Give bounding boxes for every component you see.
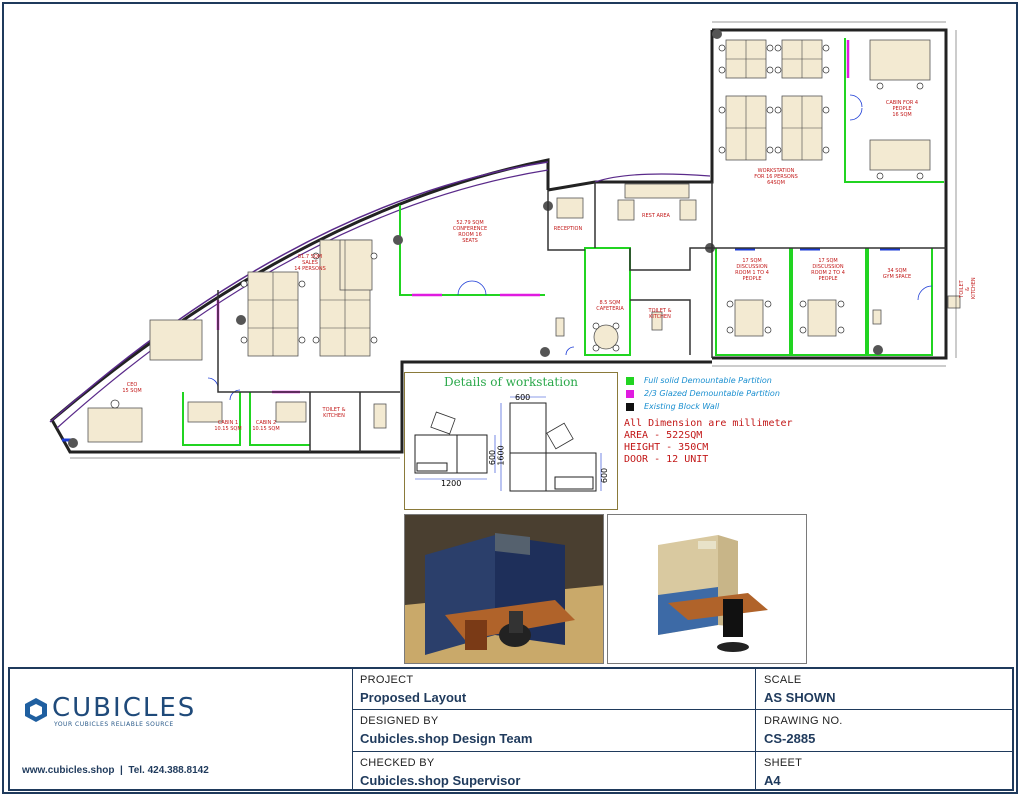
workstation-render-1 [404,514,604,664]
project-label: PROJECT [360,674,414,686]
checked-label: CHECKED BY [360,757,435,769]
project-cell: PROJECT Proposed Layout [352,669,756,710]
floor-plan-drawing [49,21,961,459]
logo-tagline: YOUR CUBICLES RELIABLE SOURCE [54,721,174,728]
sheet-label: SHEET [764,757,803,769]
checked-cell: CHECKED BY Cubicles.shop Supervisor [352,752,756,789]
note-area: AREA - 522SQM [624,430,703,441]
dim-600-side: 600 [600,467,610,484]
sheet-cell: SHEET A4 [756,752,1012,789]
drawing-no-cell: DRAWING NO. CS-2885 [756,710,1012,752]
legend: Full solid Demountable Partition 2/3 Gla… [626,374,826,413]
workstation-render-2 [607,514,807,664]
dim-1600: 1600 [496,445,506,466]
note-door: DOOR - 12 UNIT [624,454,709,465]
legend-label: Full solid Demountable Partition [644,376,772,385]
sheet-value: A4 [764,773,781,788]
workstation-details-box: Details of workstation 600 1600 600 1200… [404,372,618,510]
legend-label: Existing Block Wall [644,402,720,411]
dim-600-left: 600 [488,449,498,466]
scale-value: AS SHOWN [764,690,836,705]
render-1-illustration [405,515,603,663]
logo-cell: CUBICLES YOUR CUBICLES RELIABLE SOURCE w… [10,669,353,789]
workstation-detail-drawing [414,396,602,492]
designed-cell: DESIGNED BY Cubicles.shop Design Team [352,710,756,752]
details-title: Details of workstation [443,375,579,389]
legend-item: 2/3 Glazed Demountable Partition [626,387,826,400]
scale-cell: SCALE AS SHOWN [756,669,1012,710]
project-value: Proposed Layout [360,690,467,705]
contact-info: www.cubicles.shop | Tel. 424.388.8142 [22,765,209,776]
legend-label: 2/3 Glazed Demountable Partition [644,389,780,398]
legend-swatch-black [626,402,634,411]
cube-logo-icon [25,698,47,722]
dim-600-top: 600 [515,393,531,402]
designed-value: Cubicles.shop Design Team [360,731,533,746]
note-dimensions: All Dimension are millimeter [624,418,793,429]
note-height: HEIGHT - 350CM [624,442,709,453]
drawing-no-value: CS-2885 [764,731,816,746]
legend-item: Full solid Demountable Partition [626,374,826,387]
floor-plan [49,21,961,459]
logo-name: CUBICLES [52,693,197,723]
scale-label: SCALE [764,674,802,686]
render-2-illustration [658,535,768,652]
legend-swatch-pink [626,389,634,398]
drawing-no-label: DRAWING NO. [764,715,843,727]
checked-value: Cubicles.shop Supervisor [360,773,521,788]
dim-1200: 1200 [441,479,462,488]
title-block: CUBICLES YOUR CUBICLES RELIABLE SOURCE w… [8,667,1014,791]
designed-label: DESIGNED BY [360,715,439,727]
legend-swatch-green [626,376,634,385]
notes: All Dimension are millimeter AREA - 522S… [624,418,793,466]
legend-item: Existing Block Wall [626,400,826,413]
